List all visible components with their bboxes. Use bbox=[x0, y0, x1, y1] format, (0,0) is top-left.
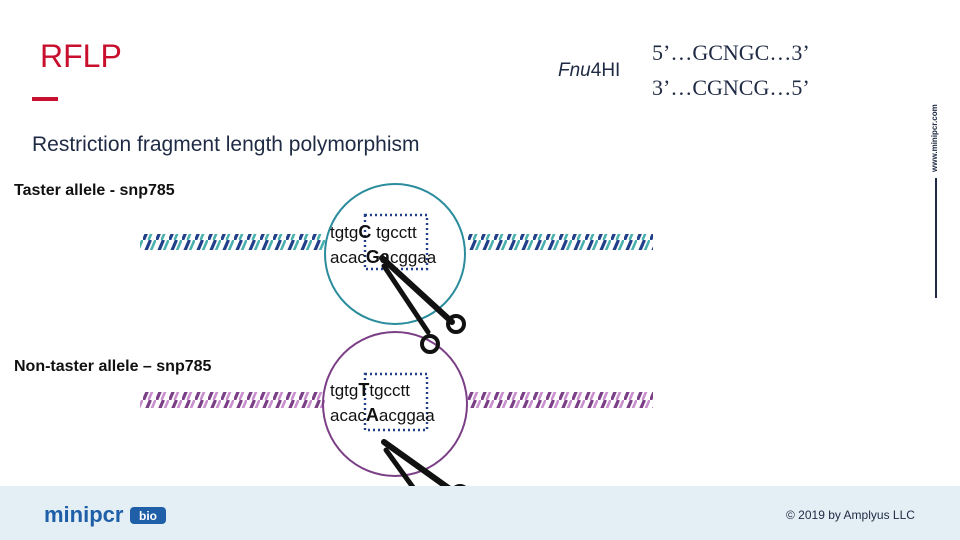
dna-helix-left-1 bbox=[140, 234, 325, 250]
enzyme-name: Fnu4HI bbox=[558, 60, 620, 82]
taster-bottom-strand: acacGacggaa bbox=[330, 247, 436, 268]
taster-allele-label: Taster allele - snp785 bbox=[14, 182, 175, 199]
seq-right: acggaa bbox=[378, 406, 435, 425]
logo-badge-text: bio bbox=[139, 509, 157, 523]
snp-base: A bbox=[365, 405, 379, 425]
seq-right: cggaa bbox=[389, 248, 437, 267]
seq-left: acac bbox=[330, 406, 366, 425]
seq-left: acac bbox=[330, 248, 366, 267]
taster-top-strand: tgtgC tgcctt bbox=[330, 222, 417, 243]
enzyme-name-italic: Fnu bbox=[558, 60, 591, 81]
dna-helix-right-2 bbox=[468, 392, 653, 408]
non-taster-allele-label: Non-taster allele – snp785 bbox=[14, 358, 212, 375]
taster-circle bbox=[324, 183, 466, 325]
side-divider-line bbox=[935, 178, 937, 298]
snp-base: T bbox=[358, 380, 370, 400]
title-underline bbox=[32, 97, 58, 101]
recognition-box-2 bbox=[363, 372, 429, 432]
dna-helix-right-1 bbox=[468, 234, 653, 250]
copyright-text: © 2019 by Amplyus LLC bbox=[786, 508, 915, 522]
seq-right: tgcctt bbox=[369, 381, 410, 400]
seq-right: tgcctt bbox=[371, 223, 417, 242]
scissors-icon bbox=[379, 255, 466, 354]
non-taster-bottom-strand: acacAacggaa bbox=[330, 405, 435, 426]
minipcr-logo: minipcr bio bbox=[44, 502, 166, 527]
seq-left: tgtg bbox=[330, 381, 359, 400]
dna-helix-left-2 bbox=[140, 392, 325, 408]
seq-left: tgtg bbox=[330, 223, 359, 242]
non-taster-circle bbox=[322, 331, 468, 477]
side-url-text: www.minipcr.com bbox=[930, 104, 939, 173]
snp-base: C bbox=[358, 222, 372, 242]
logo-badge-bg bbox=[130, 507, 166, 524]
recognition-site-bottom: 3’…CGNCG…5’ bbox=[652, 75, 810, 100]
non-taster-top-strand: tgtgTtgcctt bbox=[330, 380, 410, 401]
snp-base: Ga bbox=[365, 247, 390, 267]
side-url-label: www.minipcr.com bbox=[930, 104, 939, 173]
recognition-site-top: 5’…GCNGC…3’ bbox=[652, 40, 810, 65]
slide-subtitle: Restriction fragment length polymorphism bbox=[32, 133, 420, 156]
slide-title: RFLP bbox=[40, 38, 122, 74]
enzyme-name-rest: 4HI bbox=[590, 60, 621, 81]
logo-text: minipcr bbox=[44, 502, 124, 527]
